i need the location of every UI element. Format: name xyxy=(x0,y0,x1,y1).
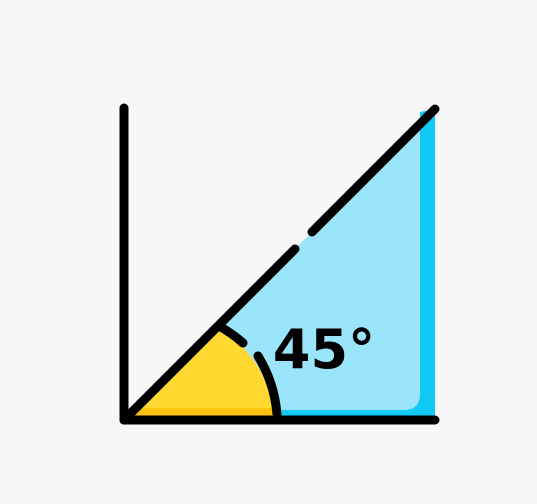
angle-arc-upper xyxy=(214,321,248,348)
diagonal-line-upper xyxy=(307,104,440,237)
diagonal-line-lower xyxy=(119,244,300,425)
angle-arc-lower xyxy=(253,351,282,419)
angle-label: 45° xyxy=(273,318,375,381)
angle-sector xyxy=(124,326,277,420)
